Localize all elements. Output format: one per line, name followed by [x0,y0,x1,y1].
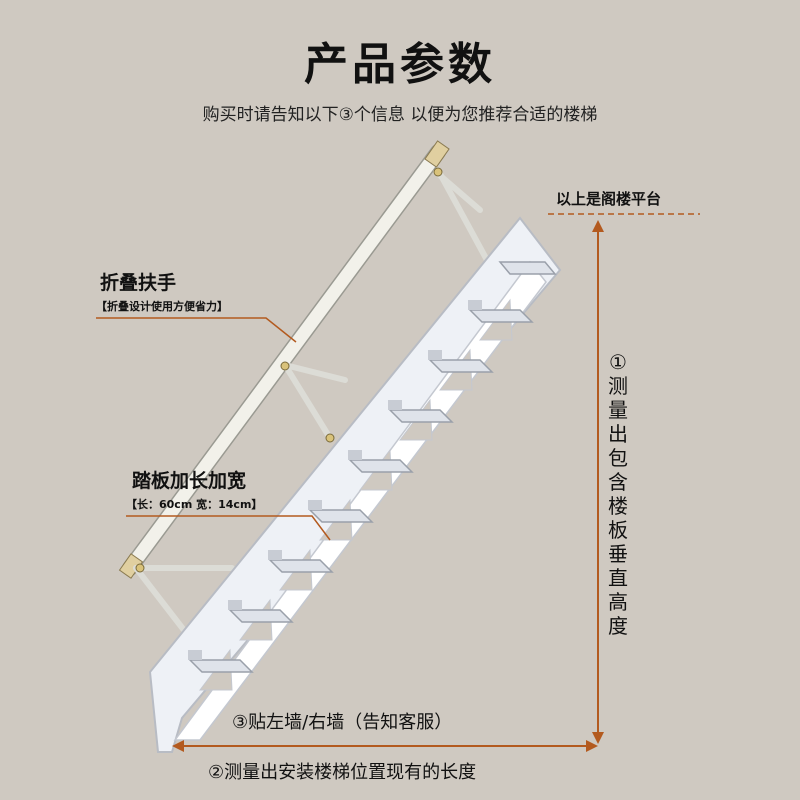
handrail-callout-note: 【折叠设计使用方便省力】 [96,300,228,313]
height-char: 出 [608,422,628,446]
height-char: 板 [608,518,628,542]
height-char: 度 [608,614,628,638]
height-char: 量 [608,398,628,422]
height-char: 高 [608,590,628,614]
height-char: 直 [608,566,628,590]
page-title: 产品参数 [304,39,496,90]
folding-handrail [123,145,445,575]
height-char: 垂 [608,542,628,566]
height-measurement-label: ① 测 量 出 包 含 楼 板 垂 直 高 度 [606,350,630,638]
handrail-callout-title: 折叠扶手 [100,272,177,294]
stair-treads [188,261,557,673]
handrail-supports [133,167,491,641]
height-char: 楼 [608,494,628,518]
height-char: ① [609,350,627,374]
tread-callout-title: 踏板加长加宽 [132,470,247,492]
handrail-end-cap [424,140,450,168]
length-measurement-label: ②测量出安装楼梯位置现有的长度 [208,762,477,783]
height-char: 测 [608,374,628,398]
height-char: 含 [608,470,628,494]
wall-side-label: ③贴左墙/右墙（告知客服） [232,712,453,733]
page-subtitle: 购买时请告知以下③个信息 以便为您推荐合适的楼梯 [202,105,598,125]
attic-platform-label: 以上是阁楼平台 [556,190,662,208]
height-char: 包 [608,446,628,470]
tread-callout-note: 【长：60cm 宽：14cm】 [126,498,263,511]
tread-brackets [188,300,482,660]
measurement-arrows [172,220,604,752]
callout-lines [96,213,700,541]
